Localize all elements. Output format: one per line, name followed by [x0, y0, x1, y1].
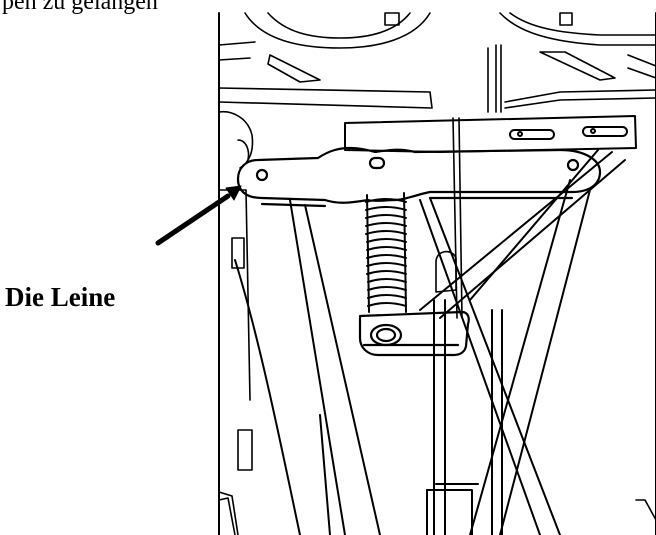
rear-plate — [344, 115, 637, 153]
v-frame — [234, 179, 591, 535]
clipped-heading-text: pen zu gelangen — [2, 0, 158, 15]
top-structure — [218, 12, 656, 83]
side-rails — [218, 44, 656, 113]
diagonal-strut — [419, 149, 626, 319]
lever-arm — [236, 146, 602, 208]
vertical-pole — [426, 299, 503, 535]
callout-label-leash: Die Leine — [5, 282, 116, 312]
callout-arrow — [155, 185, 242, 246]
bottom-feet — [218, 497, 656, 535]
small-bracket — [435, 250, 457, 293]
arrow-head — [225, 185, 242, 201]
bottom-clamp — [358, 310, 470, 357]
left-panel — [218, 110, 254, 535]
thin-rod — [452, 117, 463, 319]
coil-spring — [365, 192, 407, 313]
